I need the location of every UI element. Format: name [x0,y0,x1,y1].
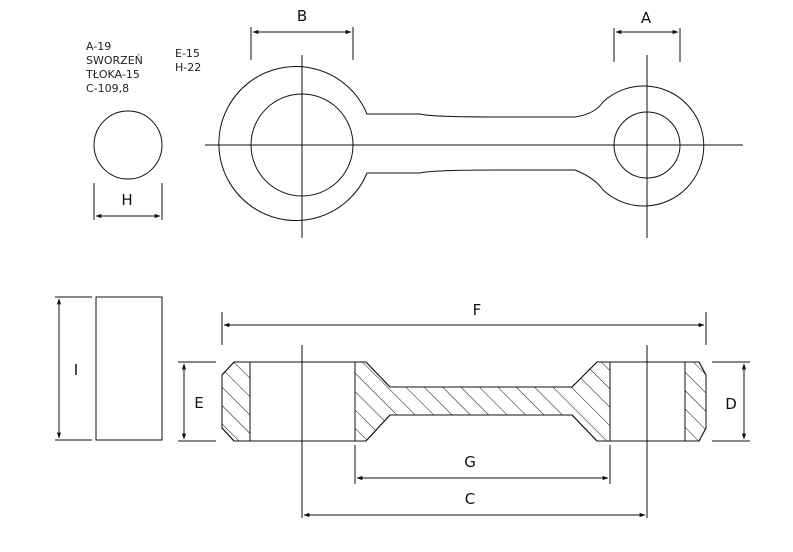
label-b: B [297,7,307,25]
dimension-g [354,445,611,484]
hatch-big-end-left [221,361,251,442]
dimension-d [712,361,750,442]
label-f: F [473,301,482,319]
dimension-a [613,28,681,62]
piston-pin-circle [93,110,163,180]
spec-list-left: A-19 SWORZEŃ TŁOKA-15 C-109,8 [86,40,143,96]
spec-pin: SWORZEŃ [86,54,143,67]
spec-c: C-109,8 [86,82,130,95]
rod-outline [218,66,705,221]
rod-top-view [205,55,743,238]
hatch-beam [354,361,611,442]
spec-list-right: E-15 H-22 [175,47,201,75]
label-d: D [725,395,737,413]
label-i: I [74,361,78,379]
piston-pin-side [95,296,163,441]
label-g: G [464,453,476,471]
rod-section-view [221,345,707,518]
spec-piston: TŁOKA-15 [86,68,140,81]
dimension-f [221,312,707,345]
dimension-i [55,296,92,441]
section-outline [221,361,707,442]
label-h: H [121,191,132,209]
spec-h: H-22 [175,61,202,74]
dimension-h [93,183,163,220]
label-e: E [194,394,203,412]
dimension-e [178,361,216,442]
label-a: A [641,9,652,27]
dimension-b [250,27,354,60]
hatch-small-end-right [684,361,707,442]
spec-e: E-15 [175,47,200,60]
label-c: C [465,490,475,508]
spec-a: A-19 [86,40,112,53]
